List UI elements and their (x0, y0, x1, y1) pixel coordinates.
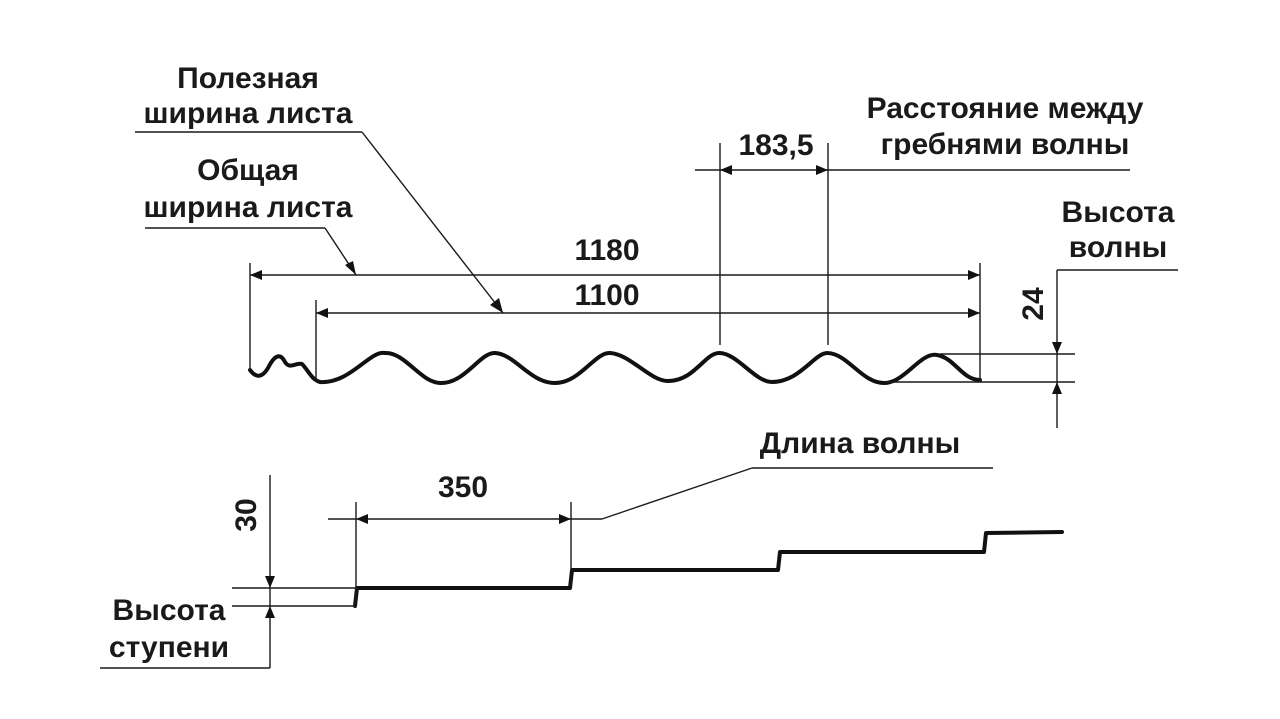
arrow-wave-height-top (1052, 342, 1062, 354)
label-wave-height-line1: Высота (1062, 196, 1175, 229)
leader-useful-arrow (490, 298, 503, 313)
arrow-right-total (968, 270, 980, 280)
leader-wave-length-diagonal (601, 467, 753, 520)
leader-total-arrow (345, 261, 356, 275)
step-profile (353, 530, 1064, 608)
dim-total-width: 1180 (574, 234, 639, 267)
arrow-left-wave-length (356, 514, 368, 524)
label-step-height-line1: Высота (113, 594, 226, 627)
label-step-height-line2: ступени (109, 631, 229, 664)
label-crest-distance-line2: гребнями волны (881, 128, 1130, 161)
arrow-step-height-bottom (265, 606, 275, 618)
arrow-wave-height-bottom (1052, 382, 1062, 394)
arrow-step-height-top (265, 576, 275, 588)
arrow-left-total (250, 270, 262, 280)
label-useful-width-line1: Полезная (177, 62, 319, 95)
label-crest-distance-line1: Расстояние между (867, 92, 1144, 125)
leader-useful-diagonal (361, 131, 504, 314)
label-total-width-line1: Общая (197, 154, 299, 187)
dim-wave-length: 350 (438, 471, 488, 504)
arrow-left-crest (720, 165, 732, 175)
arrow-left-useful (316, 308, 328, 318)
dim-useful-width: 1100 (574, 279, 639, 312)
wave-profile (248, 350, 982, 386)
dim-step-height: 30 (230, 498, 263, 531)
arrow-right-useful (968, 308, 980, 318)
arrow-right-crest (816, 165, 828, 175)
dim-wave-height: 24 (1017, 287, 1050, 321)
label-useful-width-line2: ширина листа (144, 97, 353, 130)
label-total-width-line2: ширина листа (144, 191, 353, 224)
label-wave-length: Длина волны (760, 427, 960, 460)
arrow-right-wave-length (559, 514, 571, 524)
dim-crest-distance: 183,5 (738, 129, 813, 162)
label-wave-height-line2: волны (1069, 231, 1167, 264)
